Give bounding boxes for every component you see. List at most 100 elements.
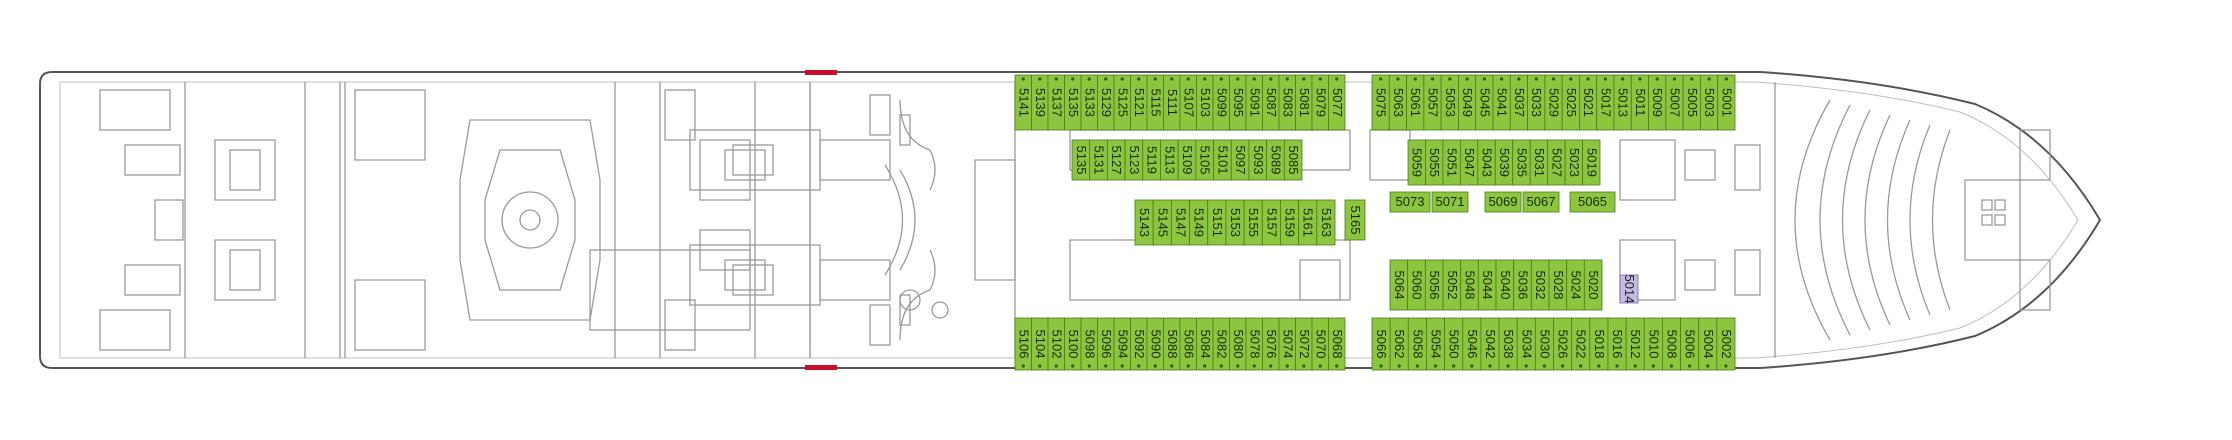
cabin-5029[interactable]: 5029 (1544, 74, 1563, 131)
cabin-5053[interactable]: 5053 (1440, 74, 1459, 131)
cabin-5037[interactable]: 5037 (1509, 74, 1528, 131)
cabin-5047[interactable]: 5047 (1459, 139, 1479, 186)
cabin-5147[interactable]: 5147 (1170, 199, 1190, 246)
cabin-5005[interactable]: 5005 (1682, 74, 1701, 131)
cabin-5098[interactable]: 5098 (1080, 317, 1098, 371)
cabin-5067[interactable]: 5067 (1522, 191, 1560, 213)
cabin-5096[interactable]: 5096 (1097, 317, 1115, 371)
cabin-5023[interactable]: 5023 (1564, 139, 1583, 186)
cabin-5079[interactable]: 5079 (1311, 74, 1329, 131)
cabin-5043[interactable]: 5043 (1477, 139, 1496, 186)
cabin-5093[interactable]: 5093 (1248, 139, 1268, 181)
cabin-5113[interactable]: 5113 (1160, 139, 1179, 181)
cabin-5119[interactable]: 5119 (1142, 139, 1161, 181)
cabin-5007[interactable]: 5007 (1665, 74, 1684, 131)
cabin-5109[interactable]: 5109 (1177, 139, 1197, 181)
cabin-5105[interactable]: 5105 (1195, 139, 1214, 181)
cabin-5031[interactable]: 5031 (1529, 139, 1549, 186)
cabin-5099[interactable]: 5099 (1212, 74, 1230, 131)
cabin-5163[interactable]: 5163 (1316, 199, 1336, 246)
cabin-5081[interactable]: 5081 (1295, 74, 1313, 131)
cabin-5073[interactable]: 5073 (1389, 191, 1431, 213)
cabin-5003[interactable]: 5003 (1700, 74, 1719, 131)
cabin-5139[interactable]: 5139 (1031, 74, 1049, 131)
cabin-5087[interactable]: 5087 (1262, 74, 1280, 131)
cabin-5004[interactable]: 5004 (1698, 317, 1718, 371)
cabin-5101[interactable]: 5101 (1213, 139, 1232, 181)
cabin-5034[interactable]: 5034 (1516, 317, 1536, 371)
cabin-5017[interactable]: 5017 (1596, 74, 1615, 131)
cabin-5102[interactable]: 5102 (1047, 317, 1065, 371)
cabin-5068[interactable]: 5068 (1328, 317, 1346, 371)
cabin-5021[interactable]: 5021 (1579, 74, 1598, 131)
cabin-5077[interactable]: 5077 (1328, 74, 1346, 131)
cabin-5155[interactable]: 5155 (1243, 199, 1263, 246)
cabin-5002[interactable]: 5002 (1716, 317, 1736, 371)
cabin-5089[interactable]: 5089 (1266, 139, 1285, 181)
cabin-5027[interactable]: 5027 (1547, 139, 1566, 186)
cabin-5084[interactable]: 5084 (1196, 317, 1214, 371)
cabin-5083[interactable]: 5083 (1278, 74, 1296, 131)
cabin-5141[interactable]: 5141 (1014, 74, 1032, 131)
cabin-5129[interactable]: 5129 (1097, 74, 1115, 131)
cabin-5111[interactable]: 5111 (1163, 74, 1181, 131)
cabin-5036[interactable]: 5036 (1513, 259, 1532, 311)
cabin-5133[interactable]: 5133 (1080, 74, 1098, 131)
cabin-5123[interactable]: 5123 (1124, 139, 1144, 181)
cabin-5051[interactable]: 5051 (1442, 139, 1461, 186)
cabin-5135[interactable]: 5135 (1064, 74, 1082, 131)
cabin-5019[interactable]: 5019 (1582, 139, 1601, 186)
cabin-5106[interactable]: 5106 (1014, 317, 1032, 371)
cabin-5095[interactable]: 5095 (1229, 74, 1247, 131)
cabin-5076[interactable]: 5076 (1262, 317, 1280, 371)
cabin-5010[interactable]: 5010 (1643, 317, 1663, 371)
cabin-5082[interactable]: 5082 (1212, 317, 1230, 371)
cabin-5033[interactable]: 5033 (1527, 74, 1546, 131)
cabin-5049[interactable]: 5049 (1458, 74, 1477, 131)
cabin-5013[interactable]: 5013 (1613, 74, 1632, 131)
cabin-5006[interactable]: 5006 (1680, 317, 1700, 371)
cabin-5069[interactable]: 5069 (1484, 191, 1522, 213)
cabin-5038[interactable]: 5038 (1498, 317, 1518, 371)
cabin-5065[interactable]: 5065 (1569, 191, 1616, 213)
cabin-5057[interactable]: 5057 (1423, 74, 1442, 131)
cabin-5035[interactable]: 5035 (1512, 139, 1531, 186)
cabin-5012[interactable]: 5012 (1625, 317, 1645, 371)
cabin-5127[interactable]: 5127 (1106, 139, 1126, 181)
cabin-5088[interactable]: 5088 (1163, 317, 1181, 371)
cabin-5016[interactable]: 5016 (1607, 317, 1627, 371)
cabin-5151[interactable]: 5151 (1207, 199, 1227, 246)
cabin-5121[interactable]: 5121 (1130, 74, 1148, 131)
cabin-5060[interactable]: 5060 (1407, 259, 1426, 311)
cabin-5153[interactable]: 5153 (1225, 199, 1245, 246)
cabin-5024[interactable]: 5024 (1566, 259, 1585, 311)
cabin-5137[interactable]: 5137 (1047, 74, 1065, 131)
cabin-5011[interactable]: 5011 (1630, 74, 1649, 131)
cabin-5165[interactable]: 5165 (1344, 199, 1366, 241)
cabin-5075[interactable]: 5075 (1371, 74, 1390, 131)
cabin-5145[interactable]: 5145 (1152, 199, 1172, 246)
cabin-5091[interactable]: 5091 (1245, 74, 1263, 131)
cabin-5030[interactable]: 5030 (1534, 317, 1554, 371)
cabin-5094[interactable]: 5094 (1113, 317, 1131, 371)
cabin-5074[interactable]: 5074 (1278, 317, 1296, 371)
cabin-5097[interactable]: 5097 (1230, 139, 1250, 181)
cabin-5125[interactable]: 5125 (1113, 74, 1131, 131)
cabin-5107[interactable]: 5107 (1179, 74, 1197, 131)
cabin-5066[interactable]: 5066 (1371, 317, 1391, 371)
cabin-5039[interactable]: 5039 (1494, 139, 1514, 186)
cabin-5025[interactable]: 5025 (1561, 74, 1580, 131)
cabin-5104[interactable]: 5104 (1031, 317, 1049, 371)
cabin-5161[interactable]: 5161 (1298, 199, 1318, 246)
cabin-5064[interactable]: 5064 (1389, 259, 1409, 311)
cabin-5063[interactable]: 5063 (1388, 74, 1407, 131)
cabin-5052[interactable]: 5052 (1442, 259, 1462, 311)
cabin-5149[interactable]: 5149 (1189, 199, 1209, 246)
cabin-5061[interactable]: 5061 (1406, 74, 1425, 131)
cabin-5070[interactable]: 5070 (1311, 317, 1329, 371)
cabin-5115[interactable]: 5115 (1146, 74, 1164, 131)
cabin-5046[interactable]: 5046 (1462, 317, 1482, 371)
cabin-5045[interactable]: 5045 (1475, 74, 1494, 131)
cabin-5056[interactable]: 5056 (1424, 259, 1444, 311)
cabin-5059[interactable]: 5059 (1407, 139, 1426, 186)
